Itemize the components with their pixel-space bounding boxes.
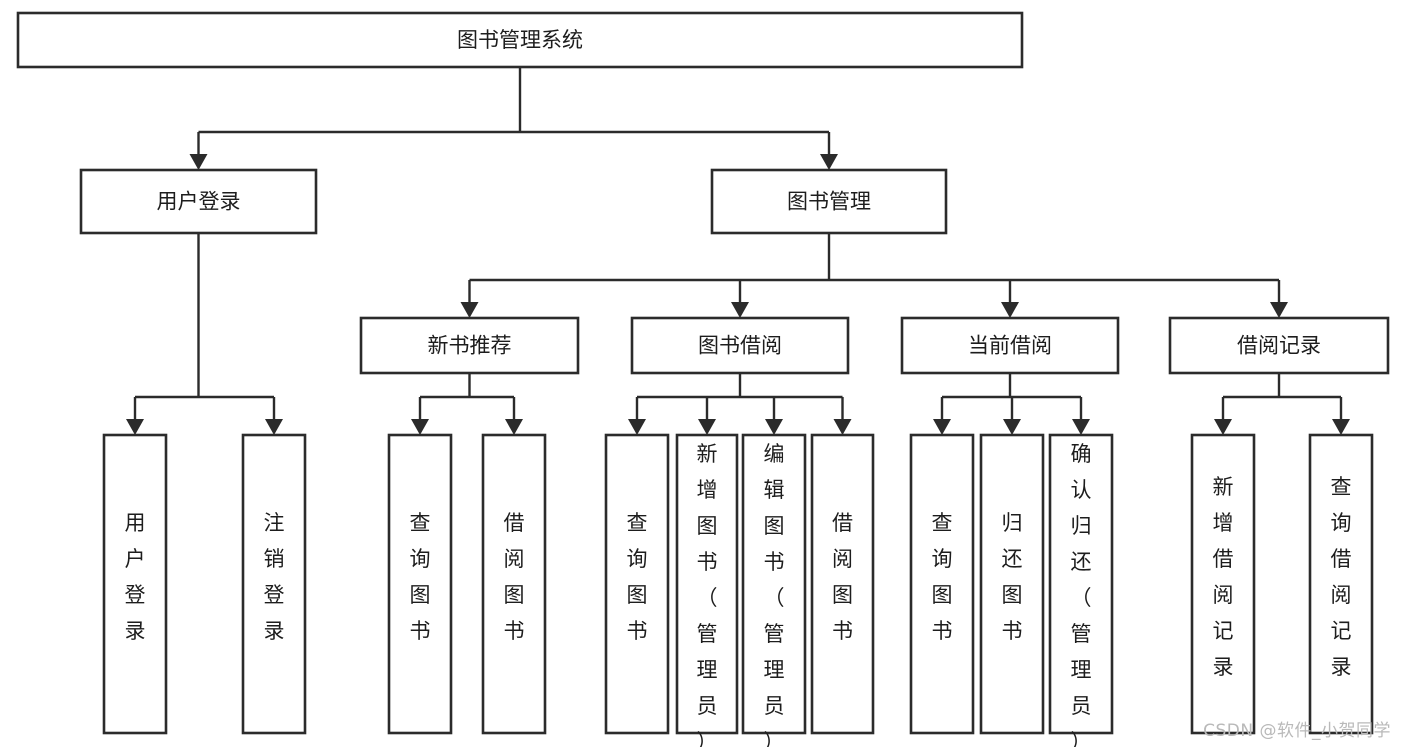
node-label: 图书管理系统 bbox=[457, 28, 583, 52]
arrow-head bbox=[698, 419, 716, 435]
node-leaf-4[interactable]: 查询图书 bbox=[604, 433, 670, 735]
node-box bbox=[900, 316, 1120, 375]
node-label: 图书管理 bbox=[787, 190, 871, 214]
csdn-watermark: CSDN @软件_小贺同学 bbox=[1203, 721, 1391, 741]
node-box bbox=[1308, 433, 1374, 735]
node-box bbox=[741, 433, 807, 735]
node-box bbox=[241, 433, 307, 735]
arrow-head bbox=[933, 419, 951, 435]
arrow-head bbox=[1072, 419, 1090, 435]
arrow-head bbox=[265, 419, 283, 435]
node-leaf-0[interactable]: 用户登录 bbox=[102, 433, 168, 735]
node-level3-0[interactable]: 新书推荐 bbox=[359, 316, 580, 375]
node-label: 注销登录 bbox=[264, 511, 285, 643]
arrow-head bbox=[505, 419, 523, 435]
node-box bbox=[102, 433, 168, 735]
node-label: 编辑图书（管理员） bbox=[764, 442, 785, 747]
node-leaf-3[interactable]: 借阅图书 bbox=[481, 433, 547, 735]
node-box bbox=[481, 433, 547, 735]
node-box bbox=[604, 433, 670, 735]
node-box bbox=[79, 168, 318, 235]
arrow-head bbox=[411, 419, 429, 435]
node-box bbox=[1048, 433, 1114, 735]
node-leaf-11[interactable]: 新增借阅记录 bbox=[1190, 433, 1256, 735]
arrow-head bbox=[1332, 419, 1350, 435]
node-box bbox=[16, 11, 1024, 69]
node-leaf-8[interactable]: 查询图书 bbox=[909, 433, 975, 735]
arrow-head bbox=[1214, 419, 1232, 435]
node-label: 查询借阅记录 bbox=[1331, 475, 1352, 679]
node-root[interactable]: 图书管理系统 bbox=[16, 11, 1024, 69]
arrow-head bbox=[731, 302, 749, 318]
node-label: 新书推荐 bbox=[428, 334, 512, 358]
node-level3-3[interactable]: 借阅记录 bbox=[1168, 316, 1390, 375]
arrow-head bbox=[628, 419, 646, 435]
node-label: 查询图书 bbox=[932, 511, 953, 643]
arrow-head bbox=[1003, 419, 1021, 435]
node-leaf-12[interactable]: 查询借阅记录 bbox=[1308, 433, 1374, 735]
node-leaf-5[interactable]: 新增图书（管理员） bbox=[675, 433, 739, 747]
node-label: 图书借阅 bbox=[698, 334, 782, 358]
node-label: 归还图书 bbox=[1002, 511, 1023, 643]
arrow-head bbox=[833, 419, 852, 435]
node-label: 用户登录 bbox=[125, 511, 146, 643]
nodes-layer: 图书管理系统用户登录图书管理新书推荐图书借阅当前借阅借阅记录用户登录注销登录查询… bbox=[16, 11, 1390, 747]
node-label: 确认归还（管理员） bbox=[1071, 442, 1092, 747]
node-box bbox=[909, 433, 975, 735]
node-leaf-1[interactable]: 注销登录 bbox=[241, 433, 307, 735]
node-leaf-9[interactable]: 归还图书 bbox=[979, 433, 1045, 735]
node-box bbox=[675, 433, 739, 735]
node-level3-2[interactable]: 当前借阅 bbox=[900, 316, 1120, 375]
arrow-head bbox=[1001, 302, 1019, 318]
node-leaf-7[interactable]: 借阅图书 bbox=[810, 433, 875, 735]
node-box bbox=[1190, 433, 1256, 735]
arrow-head bbox=[820, 154, 838, 170]
node-label: 新增借阅记录 bbox=[1213, 475, 1234, 679]
node-box bbox=[387, 433, 453, 735]
node-box bbox=[810, 433, 875, 735]
node-label: 借阅图书 bbox=[832, 511, 853, 643]
node-label: 新增图书（管理员） bbox=[697, 442, 718, 747]
node-label: 借阅记录 bbox=[1237, 334, 1321, 358]
node-label: 查询图书 bbox=[410, 511, 431, 643]
node-box bbox=[710, 168, 948, 235]
node-label: 用户登录 bbox=[157, 190, 241, 214]
node-box bbox=[359, 316, 580, 375]
connectors-layer bbox=[126, 67, 1350, 435]
arrow-head bbox=[765, 419, 783, 435]
node-label: 查询图书 bbox=[627, 511, 648, 643]
node-level2-1[interactable]: 图书管理 bbox=[710, 168, 948, 235]
arrow-head bbox=[189, 154, 208, 170]
node-box bbox=[979, 433, 1045, 735]
node-leaf-10[interactable]: 确认归还（管理员） bbox=[1048, 433, 1114, 747]
node-leaf-2[interactable]: 查询图书 bbox=[387, 433, 453, 735]
arrow-head bbox=[1270, 302, 1288, 318]
node-label: 当前借阅 bbox=[968, 334, 1052, 358]
node-label: 借阅图书 bbox=[504, 511, 525, 643]
node-leaf-6[interactable]: 编辑图书（管理员） bbox=[741, 433, 807, 747]
arrow-head bbox=[460, 302, 479, 318]
node-box bbox=[630, 316, 850, 375]
node-box bbox=[1168, 316, 1390, 375]
node-level2-0[interactable]: 用户登录 bbox=[79, 168, 318, 235]
arrow-head bbox=[126, 419, 144, 435]
node-level3-1[interactable]: 图书借阅 bbox=[630, 316, 850, 375]
